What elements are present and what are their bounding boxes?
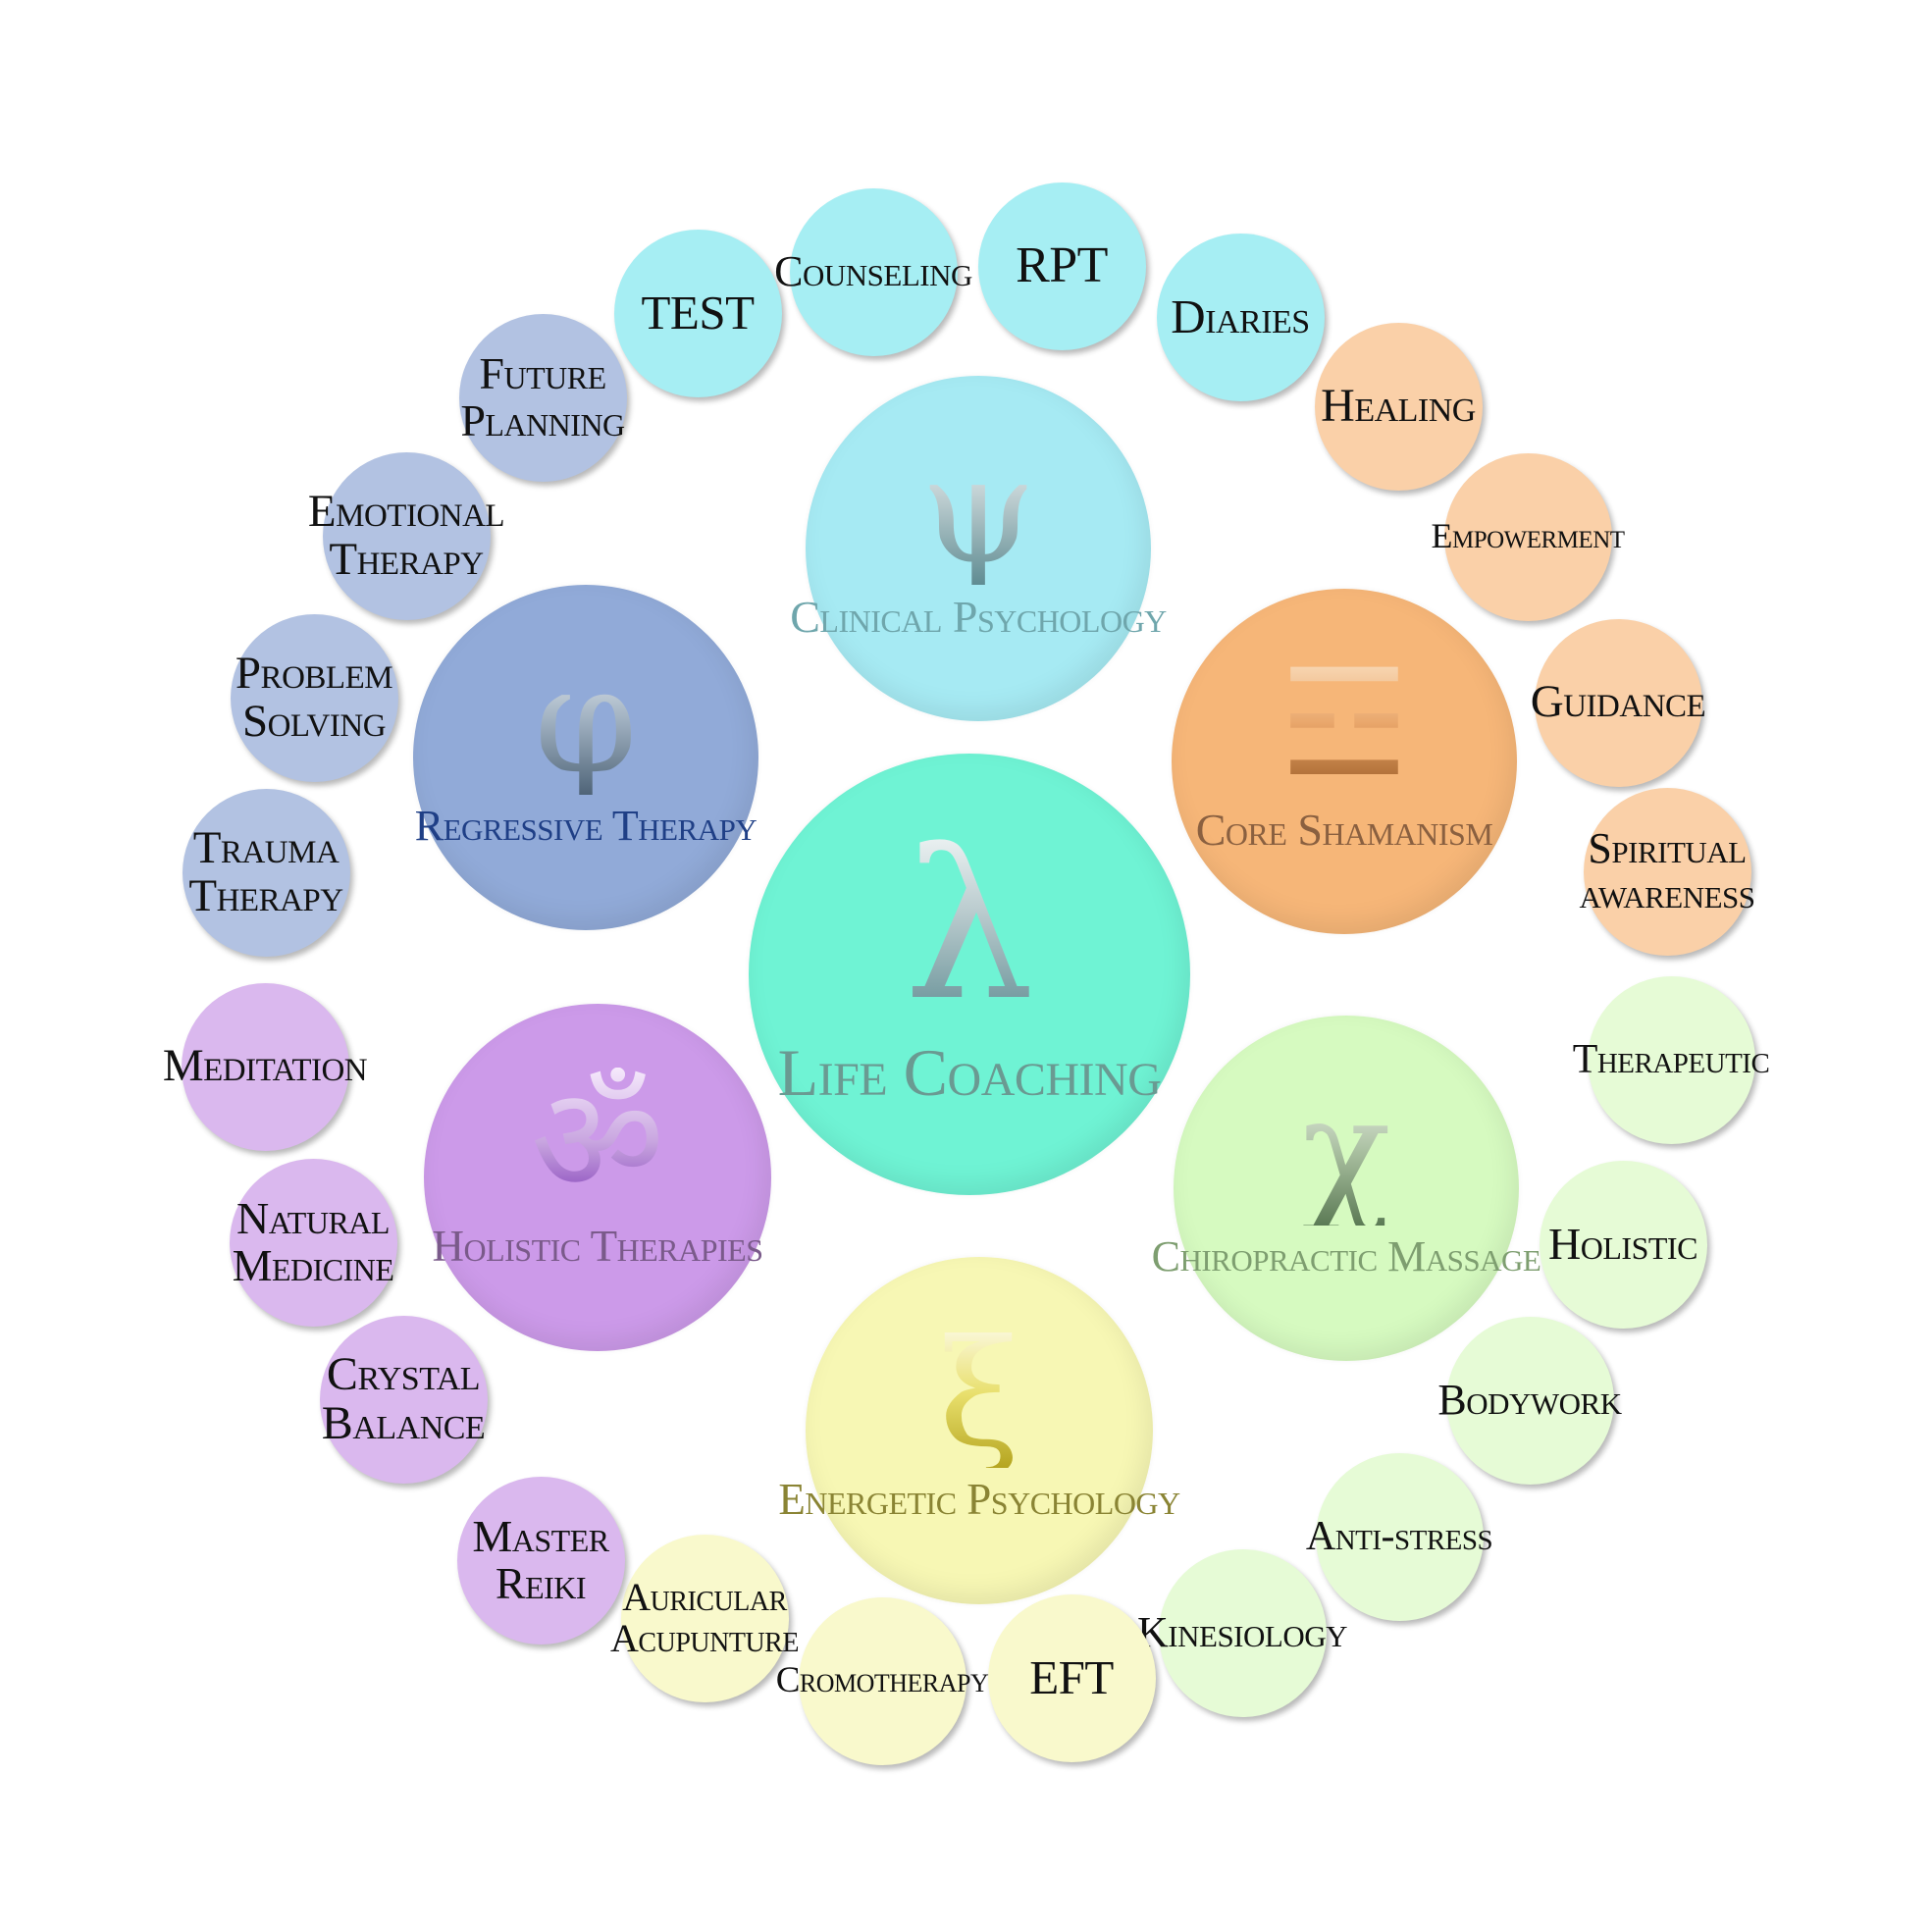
item-bubble-shamanism-1[interactable]: Empowerment bbox=[1431, 452, 1625, 621]
item-bubble-energetic-0[interactable]: EFT bbox=[987, 1593, 1156, 1762]
item-label: Trauma bbox=[192, 821, 339, 873]
group-holistic-title: Holistic Therapies bbox=[432, 1221, 764, 1271]
item-bubble-chiro-2[interactable]: Bodywork bbox=[1437, 1316, 1622, 1485]
group-energetic-title: Energetic Psychology bbox=[778, 1474, 1180, 1524]
item-label: Meditation bbox=[162, 1040, 368, 1092]
item-bubble-clinical-3[interactable]: Diaries bbox=[1156, 233, 1325, 401]
group-shamanism-title: Core Shamanism bbox=[1195, 805, 1493, 855]
item-label: EFT bbox=[1029, 1650, 1114, 1705]
item-label: TEST bbox=[641, 286, 755, 340]
xi-icon: ξ bbox=[938, 1308, 1020, 1480]
item-bubble-holistic-3[interactable]: Meditation bbox=[163, 982, 368, 1151]
item-label: Cromotherapy bbox=[775, 1659, 989, 1700]
item-label: RPT bbox=[1016, 236, 1108, 293]
item-bubble-chiro-3[interactable]: Anti-stress bbox=[1306, 1452, 1493, 1621]
item-label: Planning bbox=[460, 395, 625, 445]
phi-icon: φ bbox=[534, 636, 638, 807]
item-label: Master bbox=[472, 1510, 609, 1561]
item-label: Crystal bbox=[326, 1347, 481, 1400]
group-shamanism-bubble[interactable]: ☲Core Shamanism bbox=[1172, 589, 1517, 934]
item-label: Bodywork bbox=[1437, 1375, 1622, 1424]
item-label: Solving bbox=[241, 696, 387, 747]
item-bubble-shamanism-2[interactable]: Guidance bbox=[1531, 618, 1706, 787]
item-label: Acupunture bbox=[610, 1616, 799, 1660]
item-label: Future bbox=[479, 347, 606, 398]
item-label: Problem bbox=[235, 647, 393, 699]
chi-icon: χ bbox=[1301, 1067, 1391, 1237]
lambda-icon: λ bbox=[904, 806, 1035, 1046]
item-label: Therapeutic bbox=[1572, 1036, 1770, 1082]
item-label: Auricular bbox=[622, 1575, 787, 1619]
item-label: Holistic bbox=[1548, 1218, 1697, 1269]
group-chiro-title: Chiropractic Massage bbox=[1151, 1232, 1541, 1280]
item-label: Therapy bbox=[188, 870, 343, 921]
group-regressive-title: Regressive Therapy bbox=[414, 802, 757, 850]
item-label: Anti-stress bbox=[1305, 1513, 1493, 1559]
item-label: Kinesiology bbox=[1137, 1607, 1347, 1656]
item-label: Empowerment bbox=[1431, 516, 1625, 556]
om-icon: ॐ bbox=[530, 1055, 665, 1227]
item-bubble-clinical-1[interactable]: Counseling bbox=[774, 187, 972, 356]
item-bubble-chiro-0[interactable]: Therapeutic bbox=[1573, 975, 1770, 1144]
item-label: Emotional bbox=[307, 485, 505, 537]
item-label: Medicine bbox=[232, 1240, 394, 1290]
shamanic-totem-icon: ☲ bbox=[1278, 639, 1411, 809]
item-label: Healing bbox=[1321, 379, 1476, 432]
item-label: Counseling bbox=[774, 246, 972, 295]
item-bubble-clinical-2[interactable]: RPT bbox=[977, 182, 1146, 350]
item-label: Diaries bbox=[1171, 289, 1310, 344]
item-bubble-energetic-1[interactable]: Cromotherapy bbox=[776, 1596, 989, 1765]
item-label: Therapy bbox=[329, 534, 484, 585]
item-label: Natural bbox=[236, 1192, 390, 1243]
item-bubble-chiro-1[interactable]: Holistic bbox=[1539, 1160, 1707, 1329]
group-clinical-title: Clinical Psychology bbox=[790, 592, 1167, 642]
item-label: Reiki bbox=[495, 1558, 587, 1608]
item-bubble-clinical-0[interactable]: TEST bbox=[613, 229, 782, 397]
item-label: Spiritual bbox=[1588, 823, 1747, 872]
item-bubble-shamanism-0[interactable]: Healing bbox=[1314, 322, 1483, 491]
life-coaching-title: Life Coaching bbox=[777, 1035, 1162, 1110]
item-label: awareness bbox=[1579, 869, 1755, 917]
item-label: Balance bbox=[321, 1397, 486, 1449]
item-bubble-chiro-4[interactable]: Kinesiology bbox=[1137, 1548, 1347, 1717]
psi-icon: ψ bbox=[920, 426, 1036, 597]
item-label: Guidance bbox=[1530, 676, 1706, 728]
